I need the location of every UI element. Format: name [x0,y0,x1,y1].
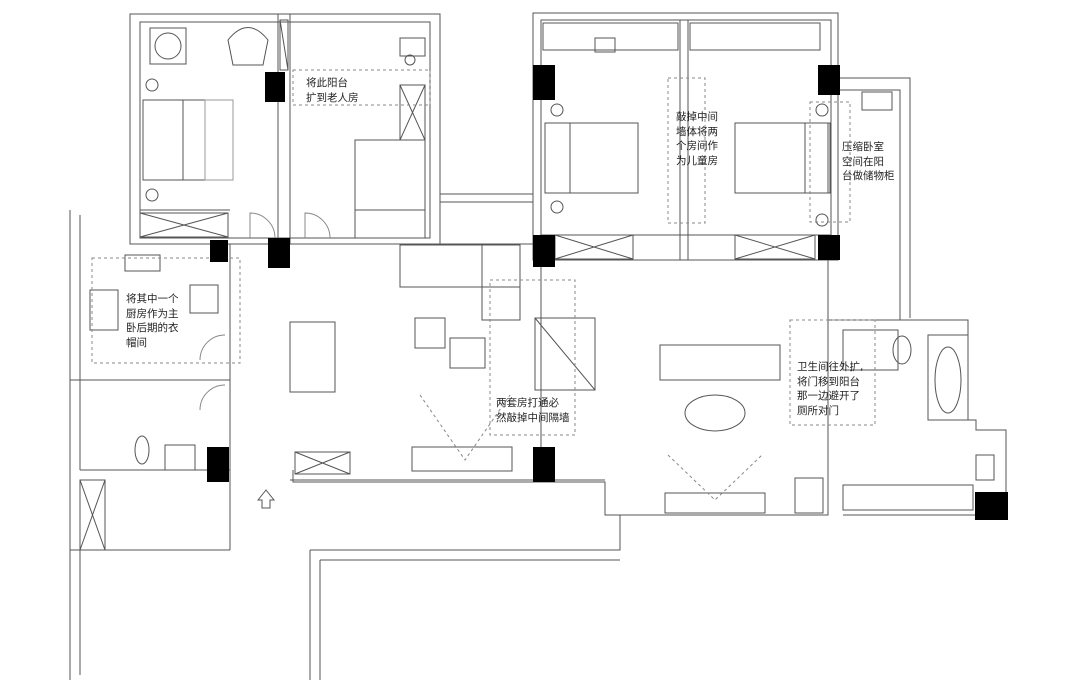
walls-upper-left [129,13,441,245]
walls-left-middle [69,210,231,551]
note-balcony-to-elder-room: 将此阳台 扩到老人房 [306,77,359,104]
walls-living [69,193,829,680]
note-remove-partition: 两套房打通必 然敲掉中间隔墙 [496,397,570,424]
structural-columns [207,65,1008,520]
note-bathroom-expand: 卫生间往外扩, 将门移到阳台 那一边避开了 厕所对门 [797,361,864,417]
note-kitchen-to-closet: 将其中一个 厨房作为主 卧后期的衣 帽间 [126,293,179,349]
walls-upper-right [532,12,911,320]
note-storage-cabinet: 压缩卧室 空间在阳 台做储物柜 [842,141,895,182]
annotation-zones [91,69,876,501]
note-kids-room: 敲掉中间 墙体将两 个房间作 为儿童房 [676,111,718,167]
